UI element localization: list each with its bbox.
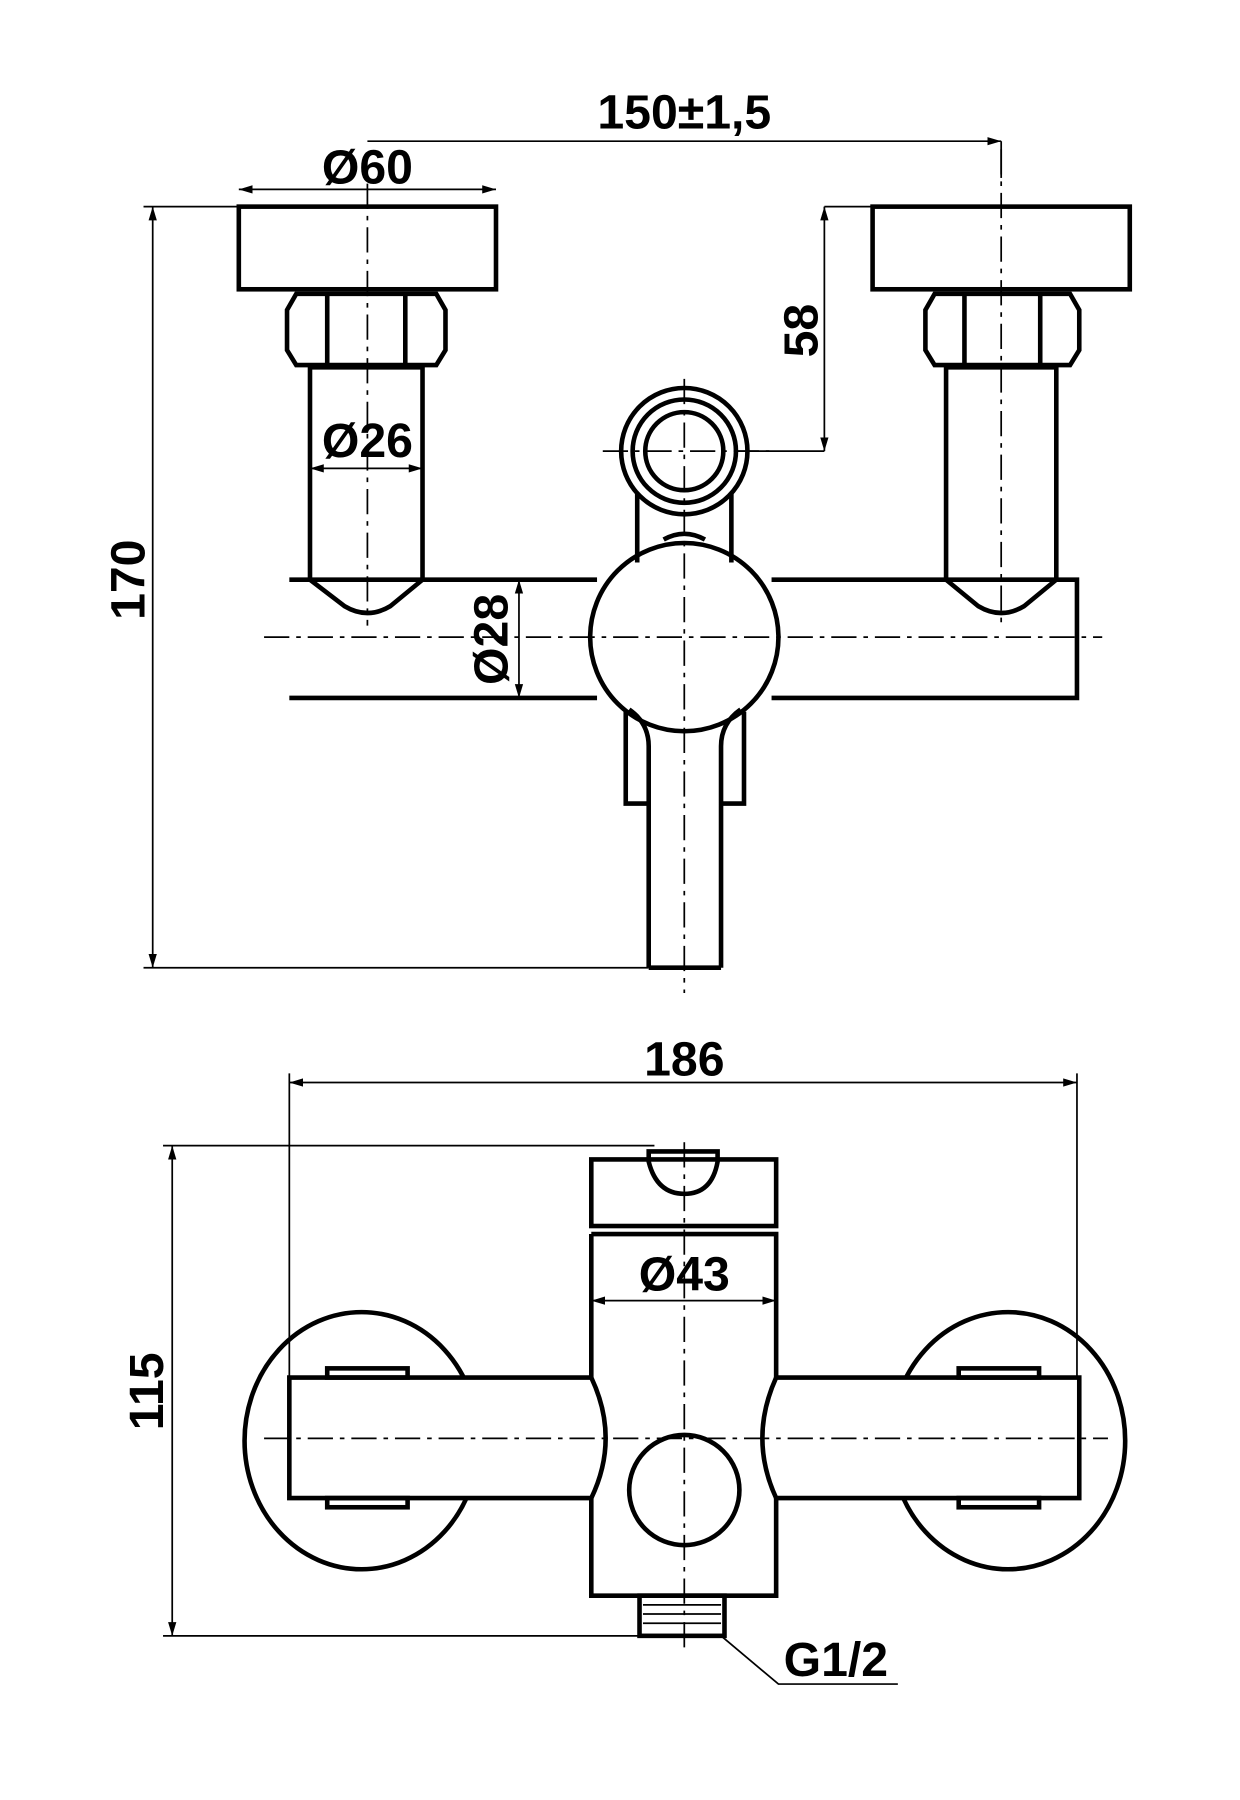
dim-body: Ø28 (464, 594, 518, 685)
front-view: 150±1,5 Ø60 Ø26 58 Ø28 170 (102, 86, 1133, 993)
left-pipe (307, 365, 425, 616)
right-hex-nut (923, 291, 1082, 368)
dim-flange: Ø60 (322, 141, 413, 195)
dim-depth: 115 (120, 1352, 174, 1430)
dim-width: 186 (644, 1033, 724, 1087)
dim-outlet-offset: 58 (774, 304, 828, 358)
dim-height: 170 (102, 540, 156, 620)
left-hex-nut (284, 291, 448, 368)
dim-spacing: 150±1,5 (597, 86, 771, 140)
top-view: 186 Ø43 115 G1/2 (120, 1033, 1128, 1687)
body-bar (289, 577, 1080, 701)
nuts (324, 1366, 1042, 1510)
dim-pipe: Ø26 (322, 414, 413, 468)
dim-cartridge: Ø43 (639, 1247, 730, 1301)
dim-thread: G1/2 (784, 1633, 889, 1687)
center-lines (264, 149, 1103, 993)
right-pipe (943, 365, 1059, 616)
thread (637, 1593, 727, 1639)
